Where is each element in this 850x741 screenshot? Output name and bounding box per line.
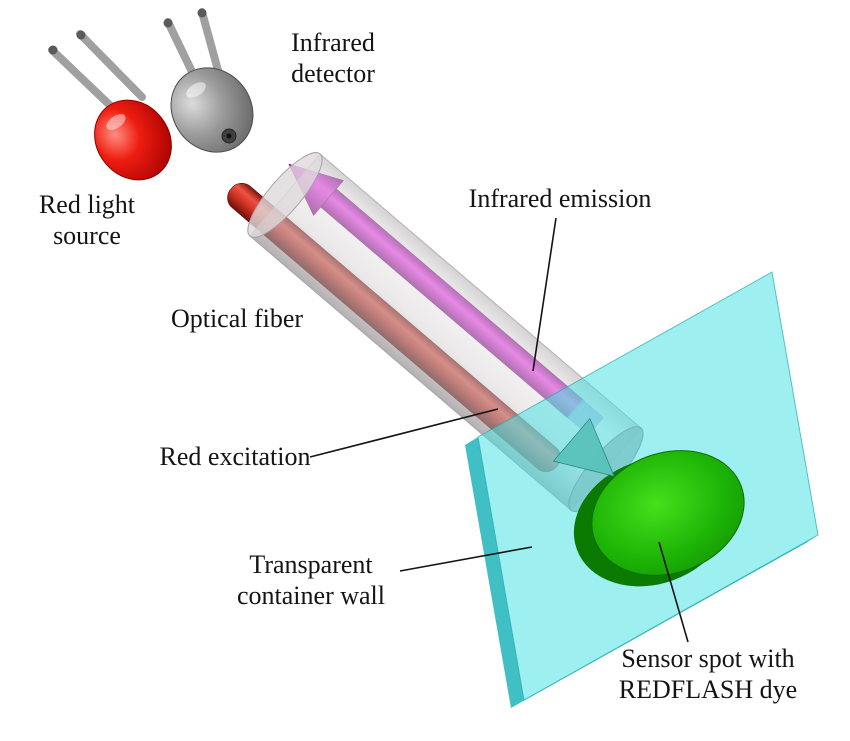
leader-sensor-spot <box>658 541 689 643</box>
sensor-spot-disk <box>573 450 745 587</box>
leader-infrared-emission <box>532 217 557 372</box>
detector-leads <box>163 8 223 84</box>
red-led-body <box>94 99 172 181</box>
label-optical-fiber: Optical fiber <box>170 304 304 333</box>
leader-container-wall <box>399 546 533 572</box>
red-led-highlight <box>106 114 126 130</box>
excitation-arrow-group <box>552 417 615 477</box>
label-sensor-spot: Sensor spot with REDFLASH dye <box>618 644 798 704</box>
sensor-spot-face <box>591 450 745 576</box>
detector-window-dot <box>226 133 232 139</box>
label-infrared-detector: Infrared detector <box>291 28 375 88</box>
red-led-leads <box>48 30 146 116</box>
infrared-detector-led <box>163 8 254 153</box>
fiber-tip-arrowhead <box>552 417 615 477</box>
detector-highlight <box>186 82 206 98</box>
label-infrared-emission: Infrared emission <box>468 184 652 213</box>
fiber-near-endcap <box>247 152 323 238</box>
label-transparent-container-wall: Transparent container wall <box>237 550 385 610</box>
wall-left-edge <box>465 437 524 708</box>
leader-red-excitation <box>309 408 499 458</box>
label-red-excitation: Red excitation <box>159 442 311 471</box>
red-led <box>48 30 172 181</box>
leader-lines <box>309 217 689 643</box>
label-red-light-source: Red light source <box>38 190 136 250</box>
